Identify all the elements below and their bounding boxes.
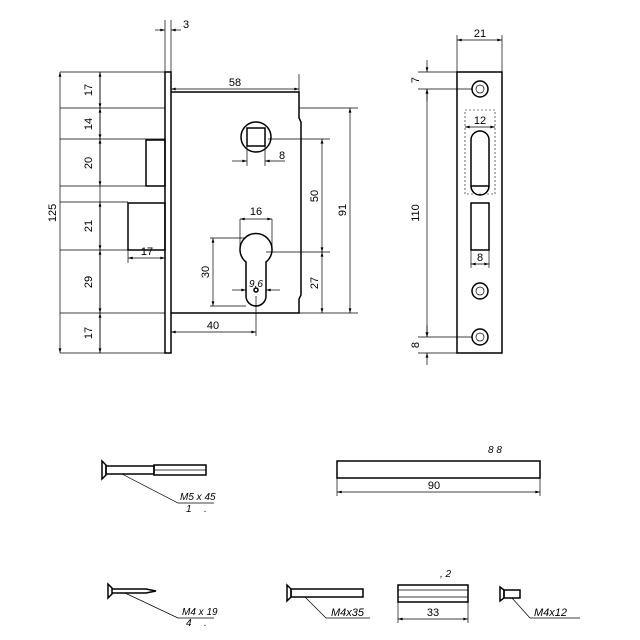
screw-m5x45: M5 x 45 1 . [101,459,216,515]
dim-bolt-width: 8 [477,252,483,264]
dim-bottom-offset: 8 [410,342,422,348]
dim-height-20: 20 [83,157,95,169]
screw-m4x12: M4x12 [499,585,580,619]
screw-m4x35-label: M4x35 [331,607,365,619]
dim-body-height: 91 [337,204,349,216]
coupling: , 2 33 [397,569,469,623]
faceplate-strip [164,71,172,354]
follower-ring [240,121,272,153]
screw-m5-dot: . [204,504,207,515]
latch-window [464,109,496,195]
faceplate-outline [456,71,503,354]
dim-square-hole: 8 [279,150,285,162]
nail-label: M4 x 19 [182,607,218,618]
latch-bolt [145,139,166,187]
spindle: 8 8 90 [336,445,541,496]
dim-height-14: 14 [83,118,95,130]
spindle-section: 8 8 [488,445,502,456]
nail-dot: . [204,618,207,629]
coupling-body [397,584,469,603]
follower-square [246,127,266,147]
screw-m4x35: M4x35 [286,583,370,619]
screw-m5-label: M5 x 45 [180,492,216,503]
dim-cylinder-width: 9,6 [249,279,263,290]
dim-cylinder-16: 16 [250,206,262,218]
dim-centre-distance: 50 [309,190,321,202]
dim-height-17-bottom: 17 [83,327,95,339]
nail-qty: 4 [186,618,192,629]
spindle-length: 90 [428,480,440,492]
spindle-bar [336,460,541,479]
dim-body-depth: 58 [229,77,241,89]
coupling-length: 33 [427,607,439,619]
coupling-label: , 2 [440,569,452,580]
dim-height-21: 21 [83,220,95,232]
dead-bolt [127,202,166,251]
faceplate-view: 21 7 12 110 8 8 [410,28,503,365]
middle-screw-hole [471,282,489,300]
dim-top-offset: 7 [410,77,422,83]
dim-cylinder-offset: 27 [309,277,321,289]
dim-cylinder-height: 30 [200,266,212,278]
lock-front-view: 3 58 8 17 14 20 21 29 17 125 17 16 30 9,… [47,19,358,354]
cylinder-screw-hole [253,287,259,293]
dim-latch-width: 12 [474,115,486,127]
top-screw-hole [471,80,489,98]
accessories: M5 x 45 1 . 8 8 90 M4 x 19 4 . M4x35 [101,445,580,629]
dim-height-17-top: 17 [83,84,95,96]
dim-height-29: 29 [83,276,95,288]
dim-faceplate-thickness: 3 [183,19,189,31]
dim-screw-pitch: 110 [410,204,422,222]
bolt-window [470,202,490,251]
dim-faceplate-width: 21 [474,28,486,40]
lock-body [171,91,302,314]
dim-overall-height: 125 [47,204,59,222]
screw-m5-qty: 1 [186,504,192,515]
dim-latch-projection: 17 [141,246,153,258]
screw-m4x12-label: M4x12 [534,607,567,619]
nail-m4x19: M4 x 19 4 . [107,582,218,629]
bottom-screw-hole [471,328,489,346]
cylinder-cutout [239,232,273,307]
dim-backset: 40 [207,320,219,332]
